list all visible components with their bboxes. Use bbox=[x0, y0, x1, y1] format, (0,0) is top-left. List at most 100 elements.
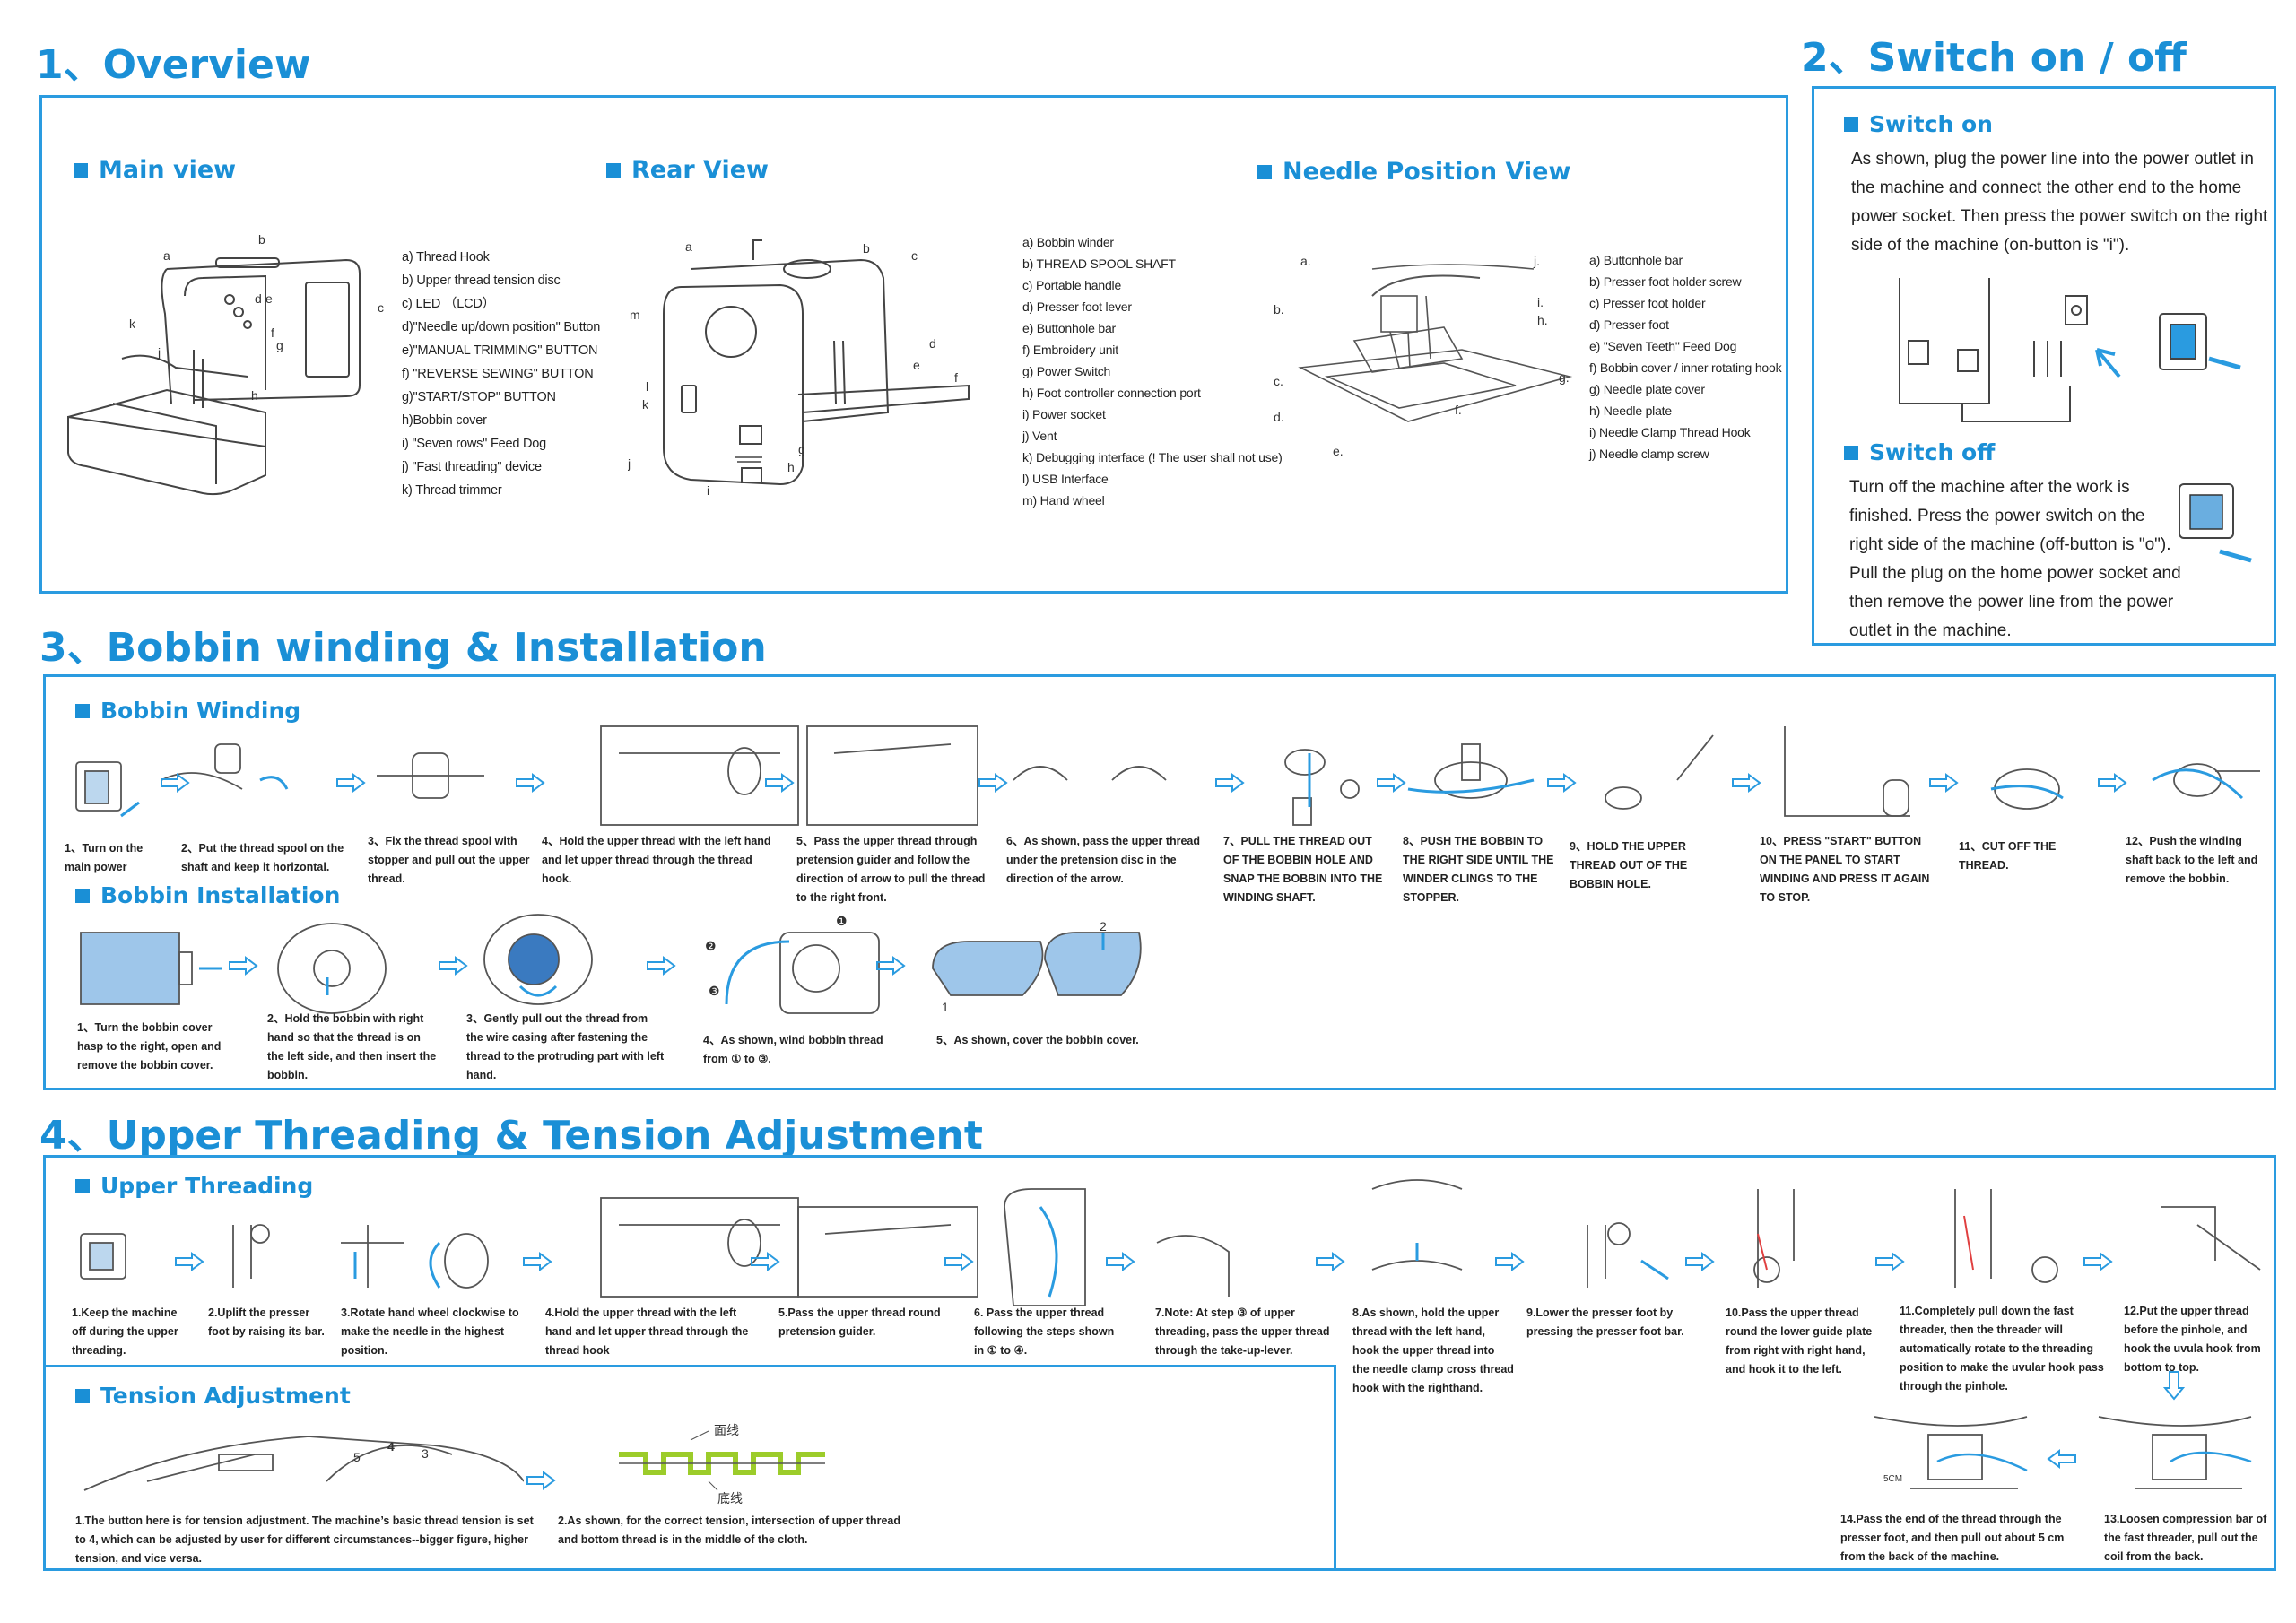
dial-number: 5 bbox=[353, 1450, 361, 1464]
step-arrow-icon bbox=[1547, 773, 1577, 793]
step-arrow-icon bbox=[229, 956, 258, 976]
switch-panel bbox=[1812, 86, 2276, 646]
winding-illustrations bbox=[75, 725, 2260, 826]
threading-step-6: 6. Pass the upper thread following the s… bbox=[974, 1306, 1115, 1357]
needle-view-callout: a. bbox=[1300, 254, 1311, 268]
legend-item: f) Bobbin cover / inner rotating hook bbox=[1589, 360, 1782, 375]
step-arrow-icon bbox=[647, 956, 676, 976]
winding-step-9: 9、HOLD THE UPPER THREAD OUT OF THE BOBBI… bbox=[1570, 840, 1688, 890]
legend-item: a) Buttonhole bar bbox=[1589, 253, 1683, 267]
step-arrow-icon bbox=[439, 956, 468, 976]
legend-item: m) Hand wheel bbox=[1022, 493, 1105, 508]
legend-item: i) Power socket bbox=[1022, 407, 1106, 421]
winding-step-8: 8、PUSH THE BOBBIN TO THE RIGHT SIDE UNTI… bbox=[1403, 835, 1554, 904]
main-view-callout: e bbox=[265, 291, 273, 306]
switch-off-text: Turn off the machine after the work is f… bbox=[1849, 478, 2181, 640]
bullet-square-icon bbox=[1257, 164, 1272, 179]
overview-panel bbox=[39, 95, 1788, 594]
step-arrow-icon bbox=[1316, 1252, 1345, 1271]
step-arrow-icon bbox=[526, 1471, 556, 1490]
rear-view-callout: f bbox=[954, 370, 958, 385]
legend-item: j) Vent bbox=[1022, 429, 1057, 443]
step-arrow-icon bbox=[1875, 1252, 1905, 1271]
main-view-callout: c bbox=[378, 300, 384, 315]
legend-item: e)"MANUAL TRIMMING" BUTTON bbox=[402, 343, 598, 358]
rear-view-callout: a bbox=[685, 239, 692, 254]
legend-item: i) "Seven rows" Feed Dog bbox=[402, 437, 547, 451]
needle-view-callout: h. bbox=[1537, 313, 1548, 327]
threading-illustrations bbox=[80, 1179, 2261, 1306]
installation-step-5: 5、As shown, cover the bobbin cover. bbox=[936, 1034, 1139, 1046]
step-arrow-icon bbox=[1685, 1252, 1715, 1271]
needle-view-legend: a) Buttonhole bar b) Presser foot holder… bbox=[1589, 249, 1782, 464]
threading-step-11: 11.Completely pull down the fast threade… bbox=[1900, 1305, 2104, 1393]
tension-text-2: 2.As shown, for the correct tension, int… bbox=[558, 1515, 901, 1546]
threading-step-12: 12.Put the upper thread before the pinho… bbox=[2124, 1305, 2261, 1374]
threading-step-1: 1.Keep the machine off during the upper … bbox=[72, 1306, 178, 1357]
step-arrow-icon bbox=[978, 773, 1008, 793]
installation-step-1: 1、Turn the bobbin cover hasp to the righ… bbox=[77, 1021, 222, 1072]
winding-step-6: 6、As shown, pass the upper thread under … bbox=[1006, 835, 1201, 885]
bobbin-panel bbox=[43, 674, 2276, 1090]
step-arrow-icon bbox=[765, 773, 795, 793]
threading-step-8: 8.As shown, hold the upper thread with t… bbox=[1352, 1306, 1514, 1394]
winding-step-7: 7、PULL THE THREAD OUT OF THE BOBBIN HOLE… bbox=[1223, 835, 1383, 904]
step-arrow-icon bbox=[944, 1252, 974, 1271]
installation-mark: 1 bbox=[942, 1000, 949, 1014]
bullet-square-icon bbox=[1844, 445, 1858, 460]
main-view-callout: j bbox=[157, 345, 161, 360]
upper-threading-title: Upper Threading bbox=[75, 1173, 313, 1199]
rear-view-callout: i bbox=[707, 483, 709, 498]
tension-adjustment-title: Tension Adjustment bbox=[75, 1383, 351, 1409]
stitch-tension-diagram: 面线 底线 bbox=[619, 1423, 825, 1506]
installation-illustrations: ❶ ❷ ❸ 1 2 bbox=[80, 914, 1142, 1014]
legend-item: e) Buttonhole bar bbox=[1022, 321, 1117, 335]
legend-item: h) Needle plate bbox=[1589, 404, 1672, 418]
legend-item: h)Bobbin cover bbox=[402, 413, 487, 428]
bullet-square-icon bbox=[75, 1178, 90, 1193]
main-view-callout: k bbox=[129, 317, 136, 331]
step-arrow-icon bbox=[523, 1252, 552, 1271]
step-arrow-icon bbox=[2098, 773, 2127, 793]
threading-step-7: 7.Note: At step ③ of upper threading, pa… bbox=[1155, 1306, 1330, 1357]
threading-step-14: 14.Pass the end of the thread through th… bbox=[1840, 1513, 2065, 1563]
bobbin-installation-title: Bobbin Installation bbox=[75, 882, 340, 908]
section-title-threading: 4、Upper Threading & Tension Adjustment bbox=[39, 1113, 983, 1159]
legend-item: k) Debugging interface (! The user shall… bbox=[1022, 450, 1283, 464]
main-view-illustration: a b c d e f g h j k bbox=[67, 232, 384, 496]
rear-view-callout: d bbox=[929, 336, 936, 351]
threading-final-illustrations: 5CM bbox=[1874, 1416, 2252, 1489]
bullet-square-icon bbox=[75, 1388, 90, 1403]
winding-step-2: 2、Put the thread spool on the shaft and … bbox=[181, 842, 344, 873]
step-arrow-icon bbox=[1495, 1252, 1525, 1271]
needle-view-callout: f. bbox=[1455, 403, 1462, 417]
needle-view-callout: d. bbox=[1274, 410, 1284, 424]
rear-view-illustration: a b c d e f g h i j k l m bbox=[628, 239, 970, 498]
legend-item: d)"Needle up/down position" Button bbox=[402, 320, 601, 334]
installation-step-4: 4、As shown, wind bobbin thread from ① to… bbox=[703, 1034, 883, 1065]
step-arrow-left-icon bbox=[2047, 1449, 2076, 1469]
section-title-bobbin: 3、Bobbin winding & Installation bbox=[39, 625, 767, 671]
main-view-legend: a) Thread Hook b) Upper thread tension d… bbox=[402, 246, 600, 502]
needle-view-illustration: a. b. c. d. e. f. g. h. i. j. bbox=[1274, 254, 1573, 458]
rear-view-legend: a) Bobbin winder b) THREAD SPOOL SHAFT c… bbox=[1022, 231, 1283, 511]
threading-step-4: 4.Hold the upper thread with the left ha… bbox=[545, 1306, 749, 1357]
bottom-thread-label: 底线 bbox=[718, 1491, 743, 1506]
step-arrow-icon bbox=[751, 1252, 780, 1271]
down-arrow-icon bbox=[2163, 1371, 2185, 1401]
rear-view-callout: e bbox=[913, 358, 920, 372]
legend-item: a) Bobbin winder bbox=[1022, 235, 1114, 249]
tension-dial-illustration: 5 4 3 bbox=[83, 1436, 524, 1491]
bullet-square-icon bbox=[1844, 117, 1858, 132]
rear-view-callout: l bbox=[646, 379, 648, 394]
dial-number: 4 bbox=[387, 1439, 395, 1454]
main-view-callout: g bbox=[276, 338, 283, 352]
installation-step-3: 3、Gently pull out the thread from the wi… bbox=[466, 1012, 665, 1081]
switch-on-text: As shown, plug the power line into the p… bbox=[1851, 150, 2268, 255]
legend-item: h) Foot controller connection port bbox=[1022, 386, 1201, 400]
legend-item: f) Embroidery unit bbox=[1022, 343, 1118, 357]
power-connection-illustration bbox=[1899, 278, 2241, 422]
rear-view-callout: m bbox=[630, 308, 640, 322]
step-arrow-icon bbox=[175, 1252, 204, 1271]
foot-length-label: 5CM bbox=[1883, 1474, 1902, 1484]
